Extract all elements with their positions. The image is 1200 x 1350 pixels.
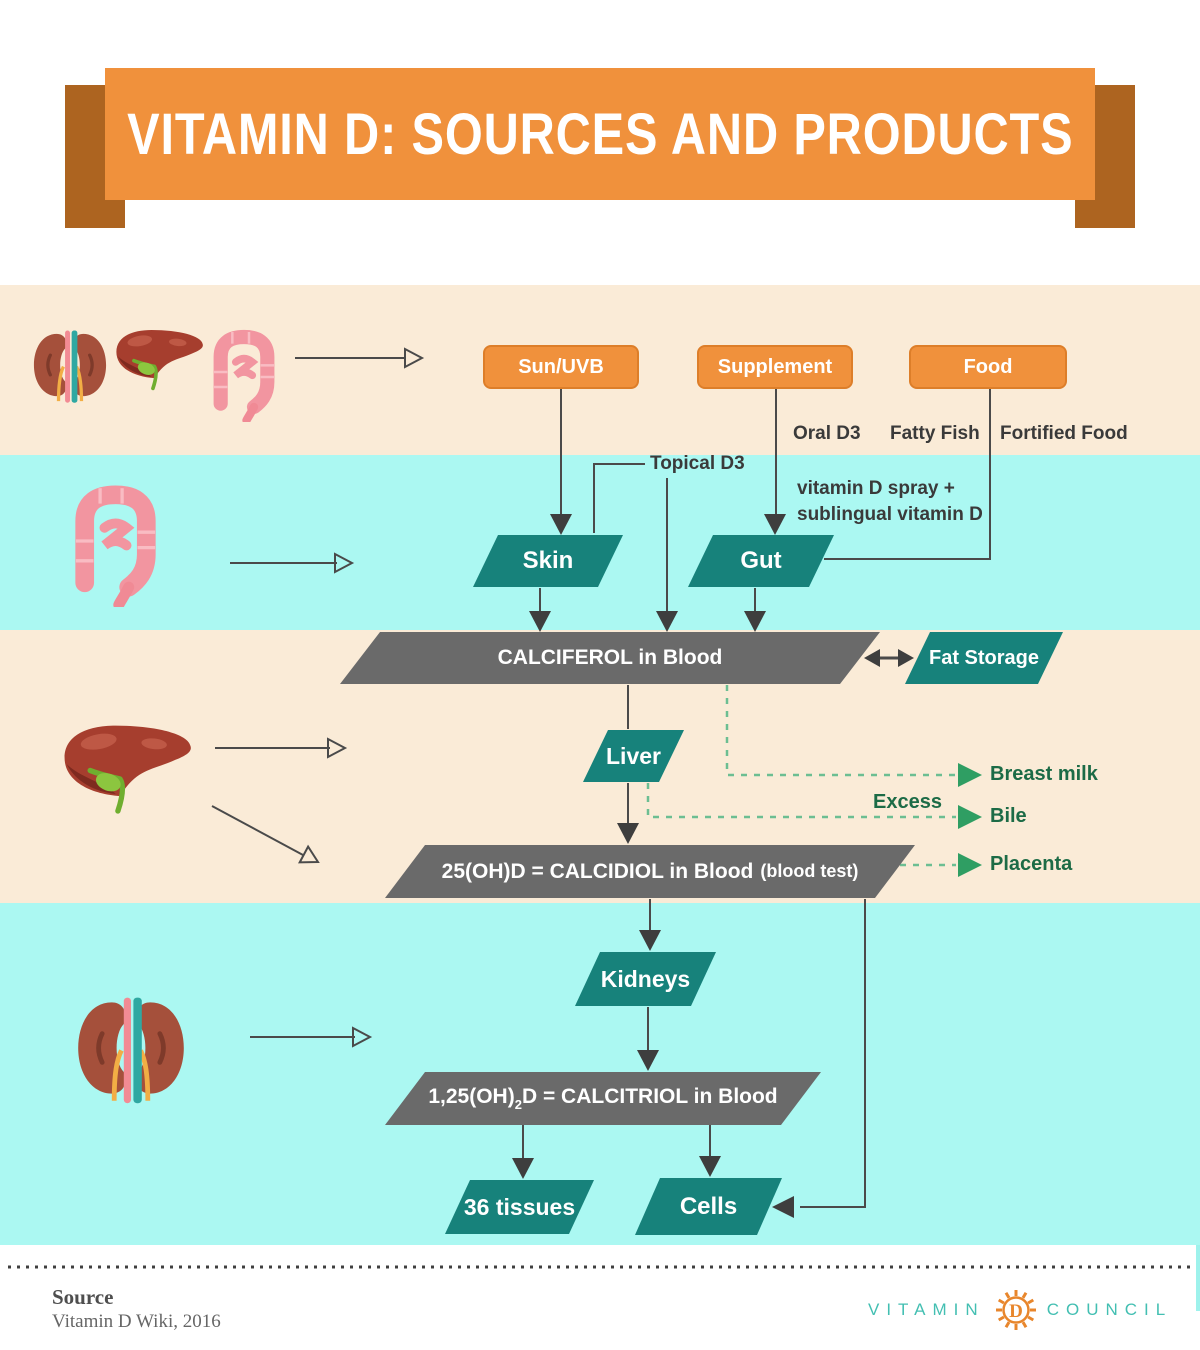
node-calcidiol-label: 25(OH)D = CALCIDIOL in Blood — [441, 859, 754, 883]
solid-arrowheads — [512, 514, 914, 1218]
source-box-supplement-label: Supplement — [717, 355, 833, 378]
node-cells-label: Cells — [679, 1192, 738, 1220]
logo-word-council: COUNCIL — [1046, 1300, 1173, 1319]
node-fat-storage: Fat Storage — [905, 632, 1063, 684]
open-arrowheads — [298, 347, 425, 1048]
spray-label-line1: vitamin D spray + — [797, 478, 955, 499]
banner: VITAMIN D: SOURCES AND PRODUCTS — [105, 68, 1095, 200]
liver-icon — [64, 725, 191, 814]
fatty-fish-label: Fatty Fish — [890, 423, 980, 444]
node-calcidiol: 25(OH)D = CALCIDIOL in Blood (blood test… — [385, 845, 915, 898]
node-calcitriol-label: 1,25(OH)2D = CALCITRIOL in Blood — [428, 1085, 777, 1112]
placenta-label: Placenta — [990, 853, 1073, 875]
node-calcitriol: 1,25(OH)2D = CALCITRIOL in Blood — [385, 1072, 821, 1125]
breast-milk-label: Breast milk — [990, 763, 1098, 785]
node-liver-label: Liver — [606, 742, 661, 769]
edge-accent-strip — [1196, 1245, 1200, 1311]
source-box-sun-label: Sun/UVB — [518, 355, 604, 378]
node-kidneys: Kidneys — [575, 952, 716, 1006]
source-label: Source — [52, 1285, 114, 1309]
node-skin-label: Skin — [522, 547, 574, 574]
bile-label: Bile — [990, 805, 1027, 827]
node-36-tissues-label: 36 tissues — [463, 1193, 576, 1220]
source-box-supplement: Supplement — [697, 345, 853, 389]
kidneys-icon — [33, 330, 107, 403]
calcitriol-suffix: D = CALCITRIOL in Blood — [521, 1085, 778, 1108]
node-36-tissues: 36 tissues — [445, 1180, 594, 1234]
node-skin: Skin — [473, 535, 623, 587]
vitamin-d-council-logo: VITAMIN D COUNCIL — [868, 1288, 1172, 1332]
oral-d3-label: Oral D3 — [793, 423, 861, 444]
source-box-food: Food — [909, 345, 1067, 389]
excess-label: Excess — [873, 791, 942, 813]
node-gut-label: Gut — [740, 547, 782, 574]
logo-word-vitamin: VITAMIN — [868, 1300, 985, 1319]
node-calcidiol-note: (blood test) — [760, 861, 859, 881]
node-calciferol: CALCIFEROL in Blood — [340, 632, 880, 684]
topical-d3-label: Topical D3 — [650, 453, 745, 474]
fortified-food-label: Fortified Food — [1000, 423, 1128, 444]
page-title: VITAMIN D: SOURCES AND PRODUCTS — [126, 101, 1074, 167]
kidneys-icon — [78, 997, 184, 1104]
intestine-icon — [75, 485, 156, 607]
calcitriol-prefix: 1,25(OH) — [428, 1085, 515, 1108]
node-calciferol-label: CALCIFEROL in Blood — [497, 646, 723, 669]
calcitriol-subscript: 2 — [514, 1097, 522, 1112]
node-fat-storage-label: Fat Storage — [928, 646, 1040, 669]
intestine-icon — [213, 329, 275, 422]
excess-dashed-lines — [646, 685, 956, 867]
spray-label-line2: sublingual vitamin D — [797, 504, 983, 525]
sun-d-icon: D — [995, 1290, 1036, 1330]
node-kidneys-label: Kidneys — [600, 965, 691, 992]
source-box-food-label: Food — [963, 355, 1013, 378]
source-box-sun: Sun/UVB — [483, 345, 639, 389]
liver-icon — [116, 329, 203, 391]
node-gut: Gut — [688, 535, 834, 587]
green-arrowheads — [958, 763, 982, 877]
source-value: Vitamin D Wiki, 2016 — [52, 1311, 221, 1332]
logo-d-letter: D — [1009, 1301, 1023, 1322]
node-cells: Cells — [635, 1178, 782, 1235]
